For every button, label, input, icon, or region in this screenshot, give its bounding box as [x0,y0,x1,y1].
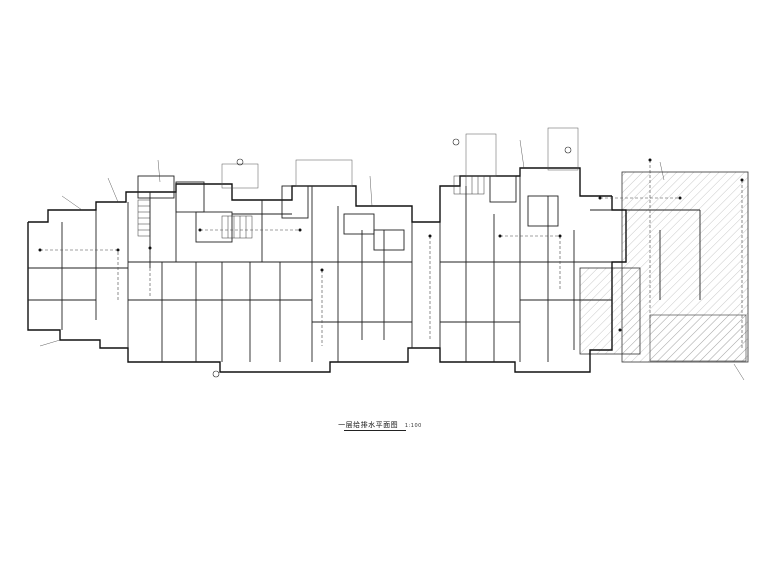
pipe-markers [38,158,744,332]
hatched-terrace [579,171,749,363]
title-underline [344,430,406,431]
leader-lines [39,139,745,381]
shaft-projections [221,127,579,189]
interior-walls-middle [312,186,520,362]
interior-walls-left [28,175,313,362]
drawing-title: 一层给排水平面图 1:100 [0,420,760,430]
axis-markers [212,138,572,378]
drawing-scale: 1:100 [404,423,422,429]
drawing-title-text: 一层给排水平面图 [338,421,399,429]
pipe-runs [40,160,743,350]
interior-walls-right [489,168,701,362]
